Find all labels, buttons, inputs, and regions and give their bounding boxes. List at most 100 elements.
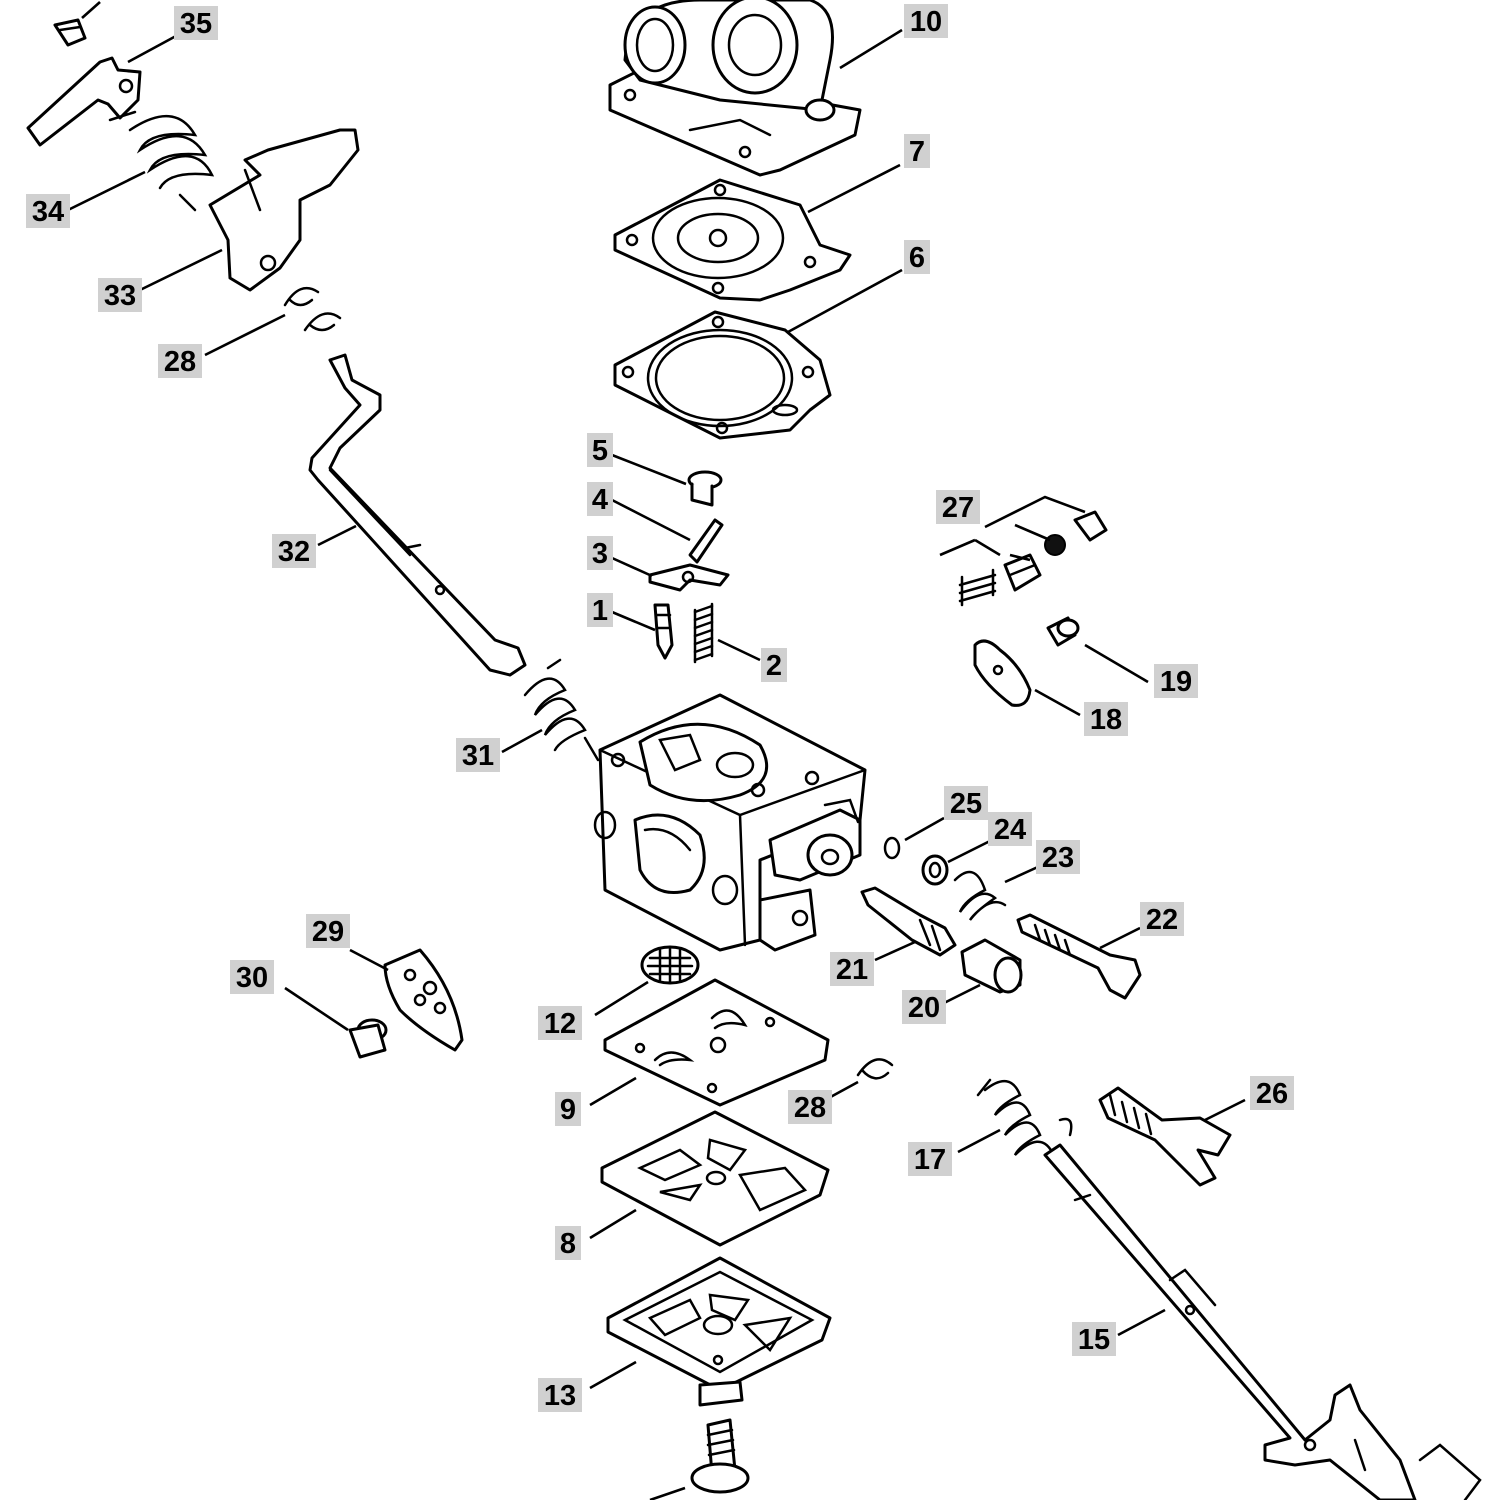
adjust-screw-21-part [860, 886, 957, 957]
leader-1 [611, 610, 656, 632]
throttle-shaft-part [308, 353, 527, 677]
callout-24: 24 [988, 812, 1032, 846]
svg-text:29: 29 [312, 916, 344, 948]
valve-set-27-part [939, 495, 1108, 607]
svg-text:7: 7 [909, 136, 925, 168]
svg-text:1: 1 [592, 595, 608, 627]
leader-25 [904, 816, 945, 842]
pump-cover-part [608, 0, 862, 177]
leader-29 [349, 948, 389, 972]
callout-19: 19 [1154, 664, 1198, 698]
svg-text:33: 33 [104, 280, 136, 312]
callout-28b: 28 [788, 1090, 832, 1124]
svg-text:4: 4 [592, 484, 608, 516]
o-ring-25-part [883, 836, 901, 860]
leader-23 [1004, 864, 1041, 884]
pin-4-part [688, 518, 724, 564]
spring-17-part [976, 1078, 1073, 1156]
svg-text:10: 10 [910, 6, 942, 38]
svg-text:18: 18 [1090, 704, 1122, 736]
svg-text:24: 24 [994, 814, 1026, 846]
lever-3-part [648, 563, 730, 592]
leader-26 [1204, 1098, 1246, 1122]
spring-34-part [108, 110, 215, 212]
svg-text:27: 27 [942, 492, 974, 524]
callout-32: 32 [272, 534, 316, 568]
callout-12: 12 [538, 1006, 582, 1040]
callout-31: 31 [456, 738, 500, 772]
svg-text:31: 31 [462, 740, 494, 772]
callout-2: 2 [761, 648, 787, 682]
svg-text:22: 22 [1146, 904, 1178, 936]
svg-text:35: 35 [180, 8, 212, 40]
screw-5-part [687, 470, 723, 507]
callout-8: 8 [555, 1226, 581, 1260]
spring-31-part [523, 658, 600, 762]
leader-bottom [649, 1486, 686, 1500]
svg-text:8: 8 [560, 1228, 576, 1260]
cover-plate-18-part [973, 639, 1032, 707]
callout-10: 10 [904, 4, 948, 38]
callout-33: 33 [98, 278, 142, 312]
callout-27: 27 [936, 490, 980, 524]
cover-screw-part [690, 1380, 750, 1494]
svg-text:28: 28 [794, 1092, 826, 1124]
callout-13: 13 [538, 1378, 582, 1412]
callout-labels: 1 2 3 4 5 6 7 8 9 10 12 13 15 17 18 19 2… [26, 4, 1294, 1412]
leader-19 [1084, 643, 1149, 684]
leader-3 [611, 556, 653, 578]
leader-30 [284, 986, 349, 1032]
screw-30-part [348, 1018, 388, 1059]
leader-6 [787, 268, 903, 334]
metering-gasket-9-part [603, 978, 830, 1107]
callout-22: 22 [1140, 902, 1184, 936]
svg-text:26: 26 [1256, 1078, 1288, 1110]
throttle-plate-29-part [383, 948, 464, 1052]
idle-lever-26-part [1098, 1086, 1232, 1187]
callout-29: 29 [306, 914, 350, 948]
leader-17 [957, 1128, 1001, 1154]
leader-4 [611, 498, 691, 542]
leader-35-top [81, 1, 101, 19]
svg-text:15: 15 [1078, 1324, 1110, 1356]
callout-25: 25 [944, 786, 988, 820]
callout-20: 20 [902, 990, 946, 1024]
leader-35 [127, 34, 177, 64]
leader-31 [501, 728, 543, 754]
needle-valve-1-part [653, 603, 674, 660]
svg-text:32: 32 [278, 536, 310, 568]
strainer-12-part [640, 945, 700, 985]
svg-text:25: 25 [950, 788, 982, 820]
choke-lever-part [26, 56, 142, 147]
leader-18 [1034, 688, 1081, 717]
screw-35-part [53, 18, 87, 47]
svg-text:9: 9 [560, 1094, 576, 1126]
e-clip-28-top-part [283, 286, 342, 332]
e-clip-28-bottom-part [856, 1058, 894, 1080]
leader-20 [939, 983, 981, 1007]
callout-15: 15 [1072, 1322, 1116, 1356]
leader-28a [204, 313, 286, 357]
leader-10 [839, 28, 903, 70]
callout-7: 7 [904, 134, 930, 168]
callout-6: 6 [904, 240, 930, 274]
spring-2-part [693, 602, 714, 664]
callout-26: 26 [1250, 1076, 1294, 1110]
callout-28a: 28 [158, 344, 202, 378]
svg-text:6: 6 [909, 242, 925, 274]
callout-5: 5 [587, 433, 613, 467]
callout-34: 34 [26, 194, 70, 228]
metering-cover-13-part [606, 1256, 832, 1392]
svg-text:3: 3 [592, 538, 608, 570]
diaphragm-gasket-8-part [600, 1110, 830, 1247]
adjust-screw-22-part [1016, 913, 1142, 1000]
callout-9: 9 [555, 1092, 581, 1126]
callout-4: 4 [587, 482, 613, 516]
leader-2 [717, 638, 761, 662]
pump-diaphragm-part [613, 178, 852, 302]
leader-12 [594, 980, 649, 1017]
pump-gasket-part [613, 310, 832, 440]
svg-text:28: 28 [164, 346, 196, 378]
leader-32 [317, 524, 357, 547]
leader-9 [589, 1076, 637, 1107]
